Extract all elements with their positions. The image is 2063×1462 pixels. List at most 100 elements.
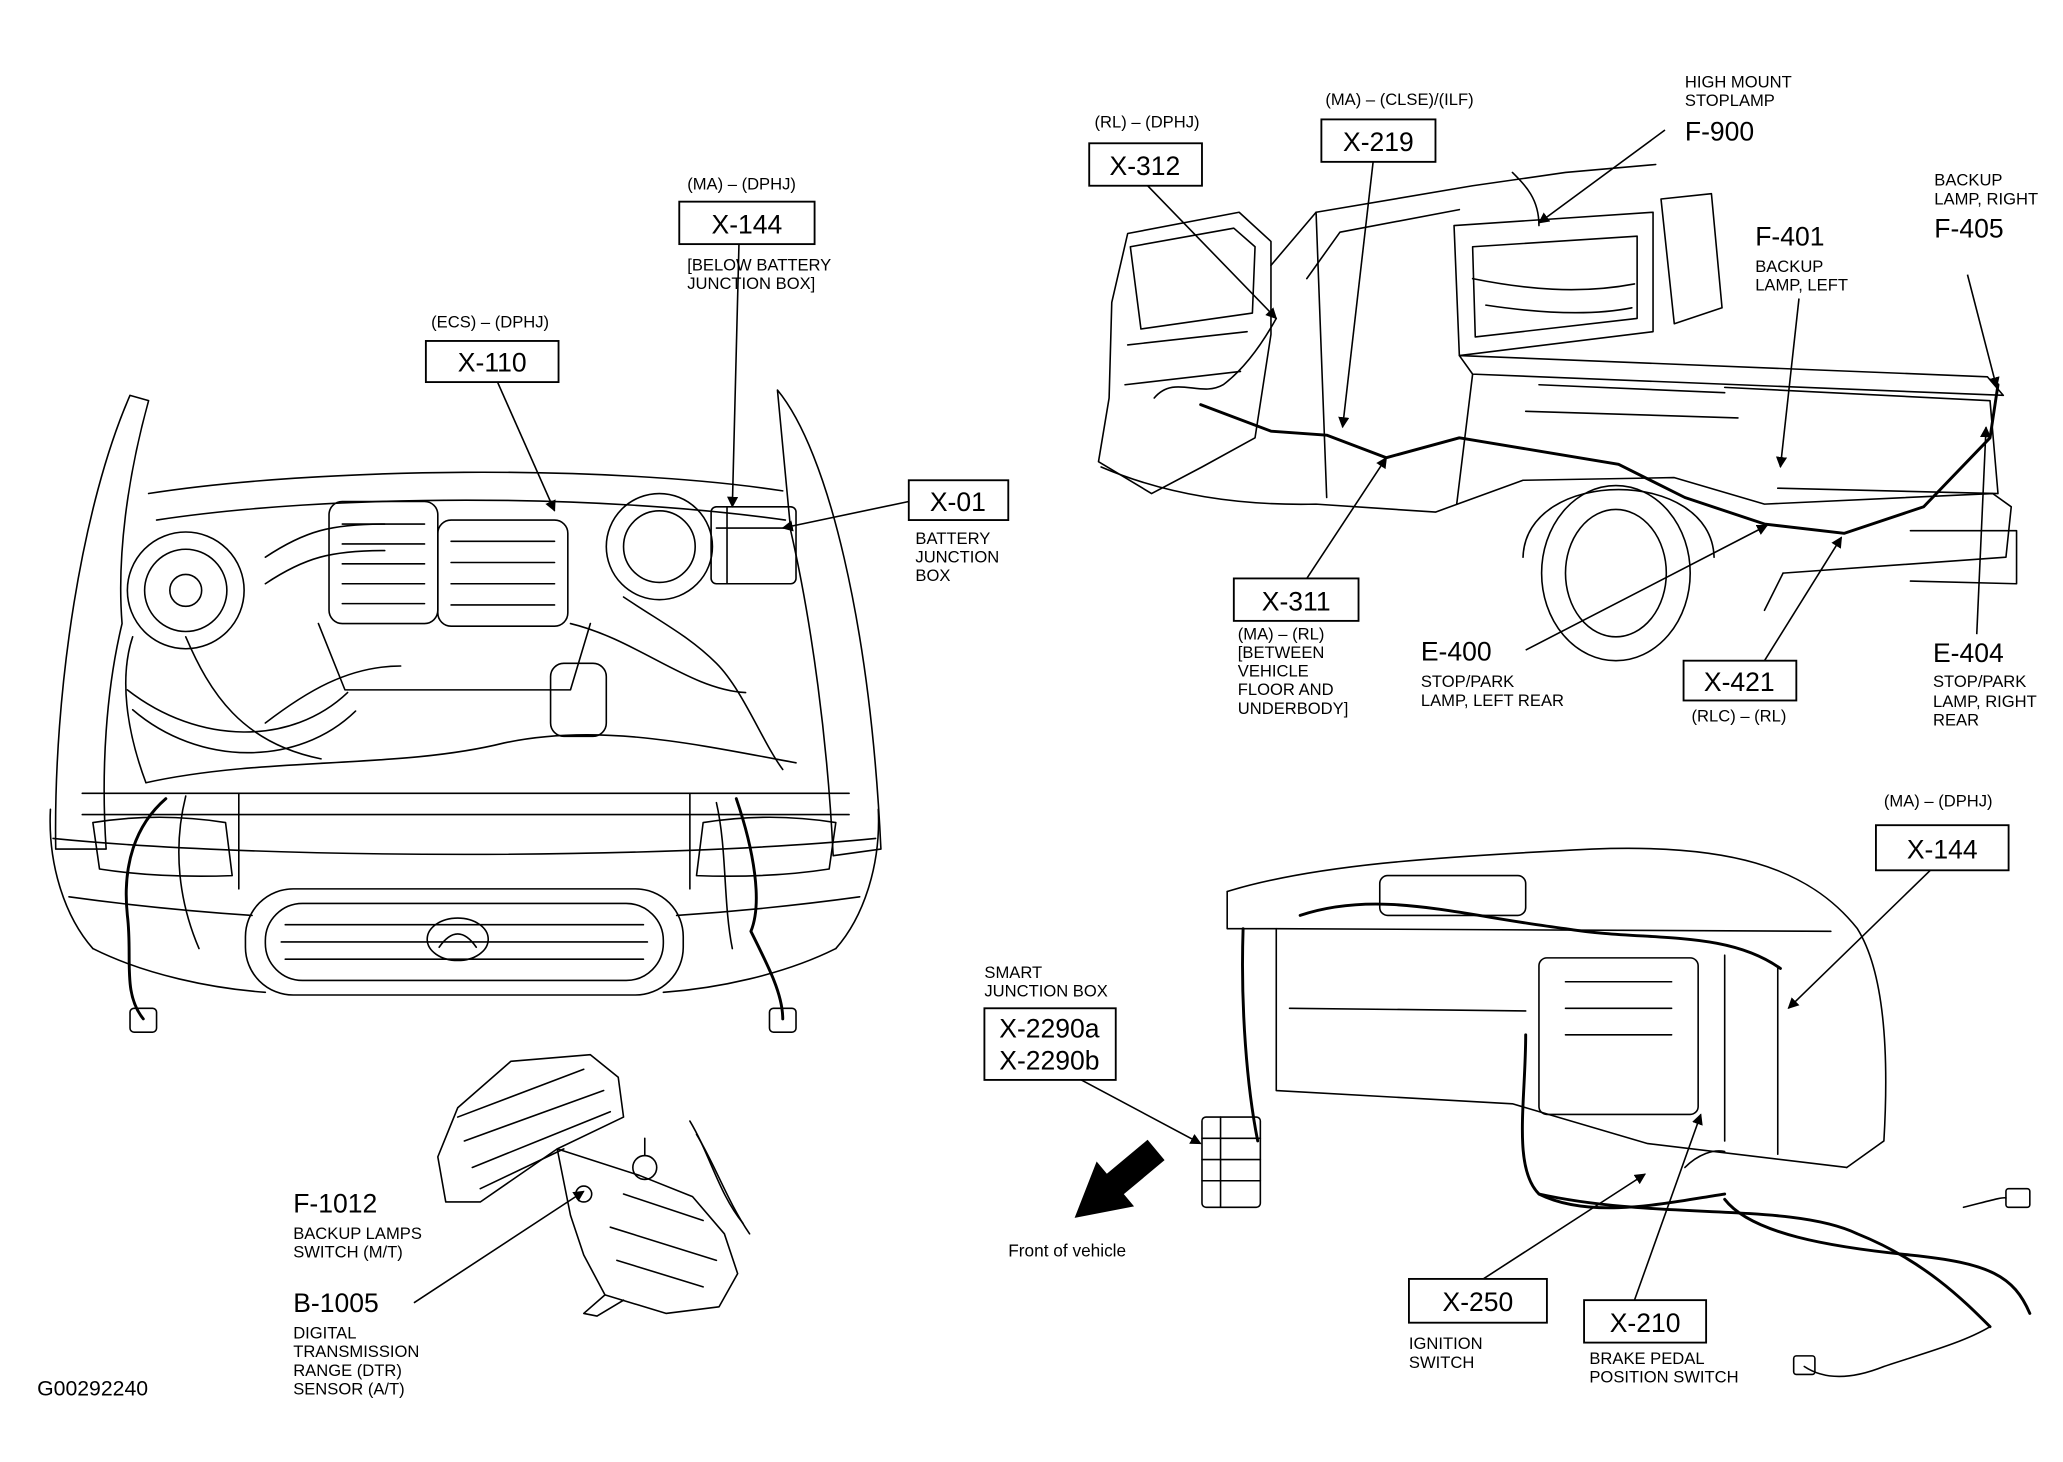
pickup-truck-illustration [1097, 163, 2018, 662]
f900-id: F-900 [1685, 117, 1754, 147]
x421-id: X-421 [1704, 667, 1775, 697]
x144-dash-leader-line [1787, 869, 1931, 1010]
x01-leader-line [781, 500, 909, 532]
front-of-vehicle-arrow-icon [1074, 1139, 1165, 1218]
b1005-desc-line: RANGE (DTR) [293, 1361, 402, 1380]
x110-box [424, 340, 560, 384]
callout-x421: X-421 (RLC) – (RL) [1682, 659, 1798, 726]
x219-qualifier: (MA) – (CLSE)/(ILF) [1325, 90, 1473, 109]
x210-leader-line [1633, 1113, 1703, 1301]
e400-leader-line [1525, 524, 1769, 651]
x144-engine-note-line: JUNCTION BOX] [687, 274, 815, 293]
f405-leader-line [1966, 274, 2000, 389]
x01-desc-line: BATTERY [915, 529, 990, 548]
e400-id: E-400 [1421, 637, 1492, 667]
callout-x144-dash: (MA) – (DPHJ) X-144 [1875, 792, 2010, 872]
x2290a-id: X-2290a [999, 1013, 1100, 1043]
e404-desc-line: REAR [1933, 711, 1979, 730]
f1012-id: F-1012 [293, 1189, 377, 1219]
x210-desc-line: BRAKE PEDAL [1589, 1349, 1704, 1368]
f900-desc-line: HIGH MOUNT [1685, 73, 1792, 92]
f401-id: F-401 [1755, 221, 1824, 251]
x312-leader-line [1147, 185, 1278, 320]
x311-note-line: VEHICLE [1238, 662, 1309, 681]
x2290-desc-line: SMART [984, 963, 1042, 982]
x144-dash-qualifier: (MA) – (DPHJ) [1884, 792, 1993, 811]
callout-x01: X-01 BATTERY JUNCTION BOX [907, 479, 1010, 585]
x144-engine-id: X-144 [712, 209, 783, 239]
callout-f401: F-401 BACKUP LAMP, LEFT [1755, 221, 1848, 294]
x144-engine-leader-line [727, 244, 740, 508]
x311-box [1232, 577, 1360, 622]
x421-box [1682, 659, 1798, 702]
x250-desc-line: IGNITION [1409, 1334, 1483, 1353]
callout-x312: (RL) – (DPHJ) X-312 [1088, 112, 1203, 187]
callout-e404: E-404 STOP/PARK LAMP, RIGHT REAR [1933, 638, 2037, 730]
callout-f1012: F-1012 BACKUP LAMPS SWITCH (M/T) [293, 1189, 422, 1262]
x144-dash-id: X-144 [1907, 834, 1978, 864]
b1005-desc-line: SENSOR (A/T) [293, 1379, 404, 1398]
b1005-desc-line: TRANSMISSION [293, 1342, 419, 1361]
f405-id: F-405 [1934, 213, 2003, 243]
f401-desc-line: LAMP, LEFT [1755, 276, 1848, 295]
f1012-desc-line: BACKUP LAMPS [293, 1224, 422, 1243]
callout-x311: X-311 (MA) – (RL) [BETWEEN VEHICLE FLOOR… [1232, 577, 1360, 718]
front-of-vehicle-label: Front of vehicle [1008, 1240, 1126, 1260]
callout-x219: (MA) – (CLSE)/(ILF) X-219 [1320, 90, 1474, 163]
callout-x110: (ECS) – (DPHJ) X-110 [424, 313, 560, 384]
x210-box [1583, 1299, 1708, 1344]
x219-leader-line [1338, 161, 1374, 429]
x250-box [1408, 1277, 1548, 1324]
f405-desc-line: BACKUP [1934, 171, 2002, 190]
x421-leader-line [1763, 536, 1843, 662]
x311-note-line: UNDERBODY] [1238, 699, 1349, 718]
x210-id: X-210 [1610, 1308, 1681, 1338]
x312-box [1088, 142, 1203, 187]
f401-leader-line [1775, 298, 1800, 469]
x312-id: X-312 [1110, 151, 1181, 181]
instrument-panel-illustration [1201, 847, 2032, 1378]
e400-desc-line: STOP/PARK [1421, 672, 1514, 691]
x250-id: X-250 [1443, 1287, 1514, 1317]
callout-e400: E-400 STOP/PARK LAMP, LEFT REAR [1421, 637, 1564, 710]
e404-desc-line: STOP/PARK [1933, 672, 2026, 691]
x2290b-id: X-2290b [999, 1045, 1099, 1075]
e404-id: E-404 [1933, 638, 2004, 668]
x250-leader-line [1482, 1173, 1647, 1280]
e404-leader-line [1975, 426, 1992, 635]
x2290-leader-line [1080, 1079, 1202, 1145]
x250-desc-line: SWITCH [1409, 1353, 1474, 1372]
x311-note-line: FLOOR AND [1238, 680, 1334, 699]
x219-id: X-219 [1343, 127, 1414, 157]
b1005-id: B-1005 [293, 1288, 379, 1318]
e400-desc-line: LAMP, LEFT REAR [1421, 691, 1564, 710]
f401-desc-line: BACKUP [1755, 257, 1823, 276]
x311-note-line: [BETWEEN [1238, 643, 1325, 662]
x2290-desc-line: JUNCTION BOX [984, 981, 1107, 1000]
x01-id: X-01 [930, 487, 986, 517]
x421-qualifier: (RLC) – (RL) [1692, 707, 1787, 726]
b1005-leader-line [413, 1190, 585, 1304]
callout-f900: HIGH MOUNT STOPLAMP F-900 [1685, 73, 1792, 147]
x01-desc-line: BOX [915, 566, 950, 585]
b1005-desc-line: DIGITAL [293, 1324, 356, 1343]
x210-desc-line: POSITION SWITCH [1589, 1367, 1738, 1386]
x110-id: X-110 [458, 347, 527, 377]
f1012-desc-line: SWITCH (M/T) [293, 1243, 403, 1262]
callout-x144-engine: (MA) – (DPHJ) X-144 [BELOW BATTERY JUNCT… [678, 175, 831, 293]
engine-bay-illustration [49, 389, 882, 1033]
x144-engine-box [678, 200, 816, 246]
f900-leader-line [1538, 129, 1666, 224]
x110-leader-line [496, 381, 556, 512]
x144-engine-note-line: [BELOW BATTERY [687, 256, 831, 275]
f405-desc-line: LAMP, RIGHT [1934, 189, 2038, 208]
x110-qualifier: (ECS) – (DPHJ) [431, 313, 549, 332]
figure-id: G00292240 [37, 1378, 148, 1401]
callout-x2290: SMART JUNCTION BOX X-2290a X-2290b [983, 963, 1117, 1081]
x311-qualifier: (MA) – (RL) [1238, 624, 1325, 643]
e404-desc-line: LAMP, RIGHT [1933, 692, 2037, 711]
x01-box [907, 479, 1010, 521]
callout-x210: X-210 BRAKE PEDAL POSITION SWITCH [1583, 1299, 1739, 1386]
callout-b1005: B-1005 DIGITAL TRANSMISSION RANGE (DTR) … [293, 1288, 419, 1398]
x312-qualifier: (RL) – (DPHJ) [1095, 112, 1200, 131]
